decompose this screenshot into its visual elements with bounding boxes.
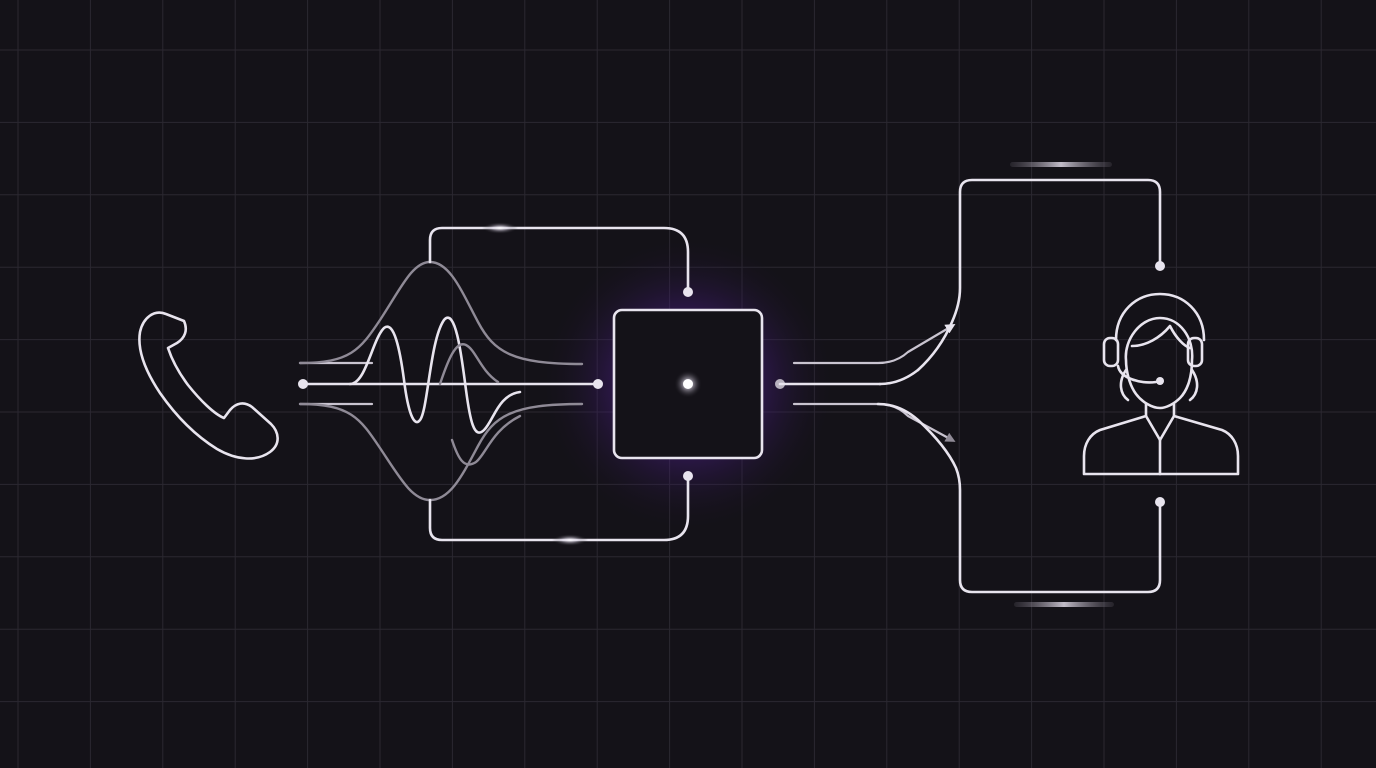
agent-routing-bracket bbox=[876, 162, 1165, 607]
feedback-loop-bottom bbox=[428, 471, 693, 546]
phone-handset-icon bbox=[138, 311, 279, 460]
processor-core bbox=[683, 379, 693, 389]
processing-node-icon bbox=[612, 308, 764, 460]
feedback-loop-top bbox=[428, 222, 693, 297]
input-node bbox=[298, 379, 308, 389]
headset-agent-icon bbox=[1082, 292, 1240, 476]
bottom-indicator-bar bbox=[1014, 602, 1114, 607]
top-indicator-bar bbox=[1010, 162, 1112, 167]
processor-input-node bbox=[593, 379, 603, 389]
